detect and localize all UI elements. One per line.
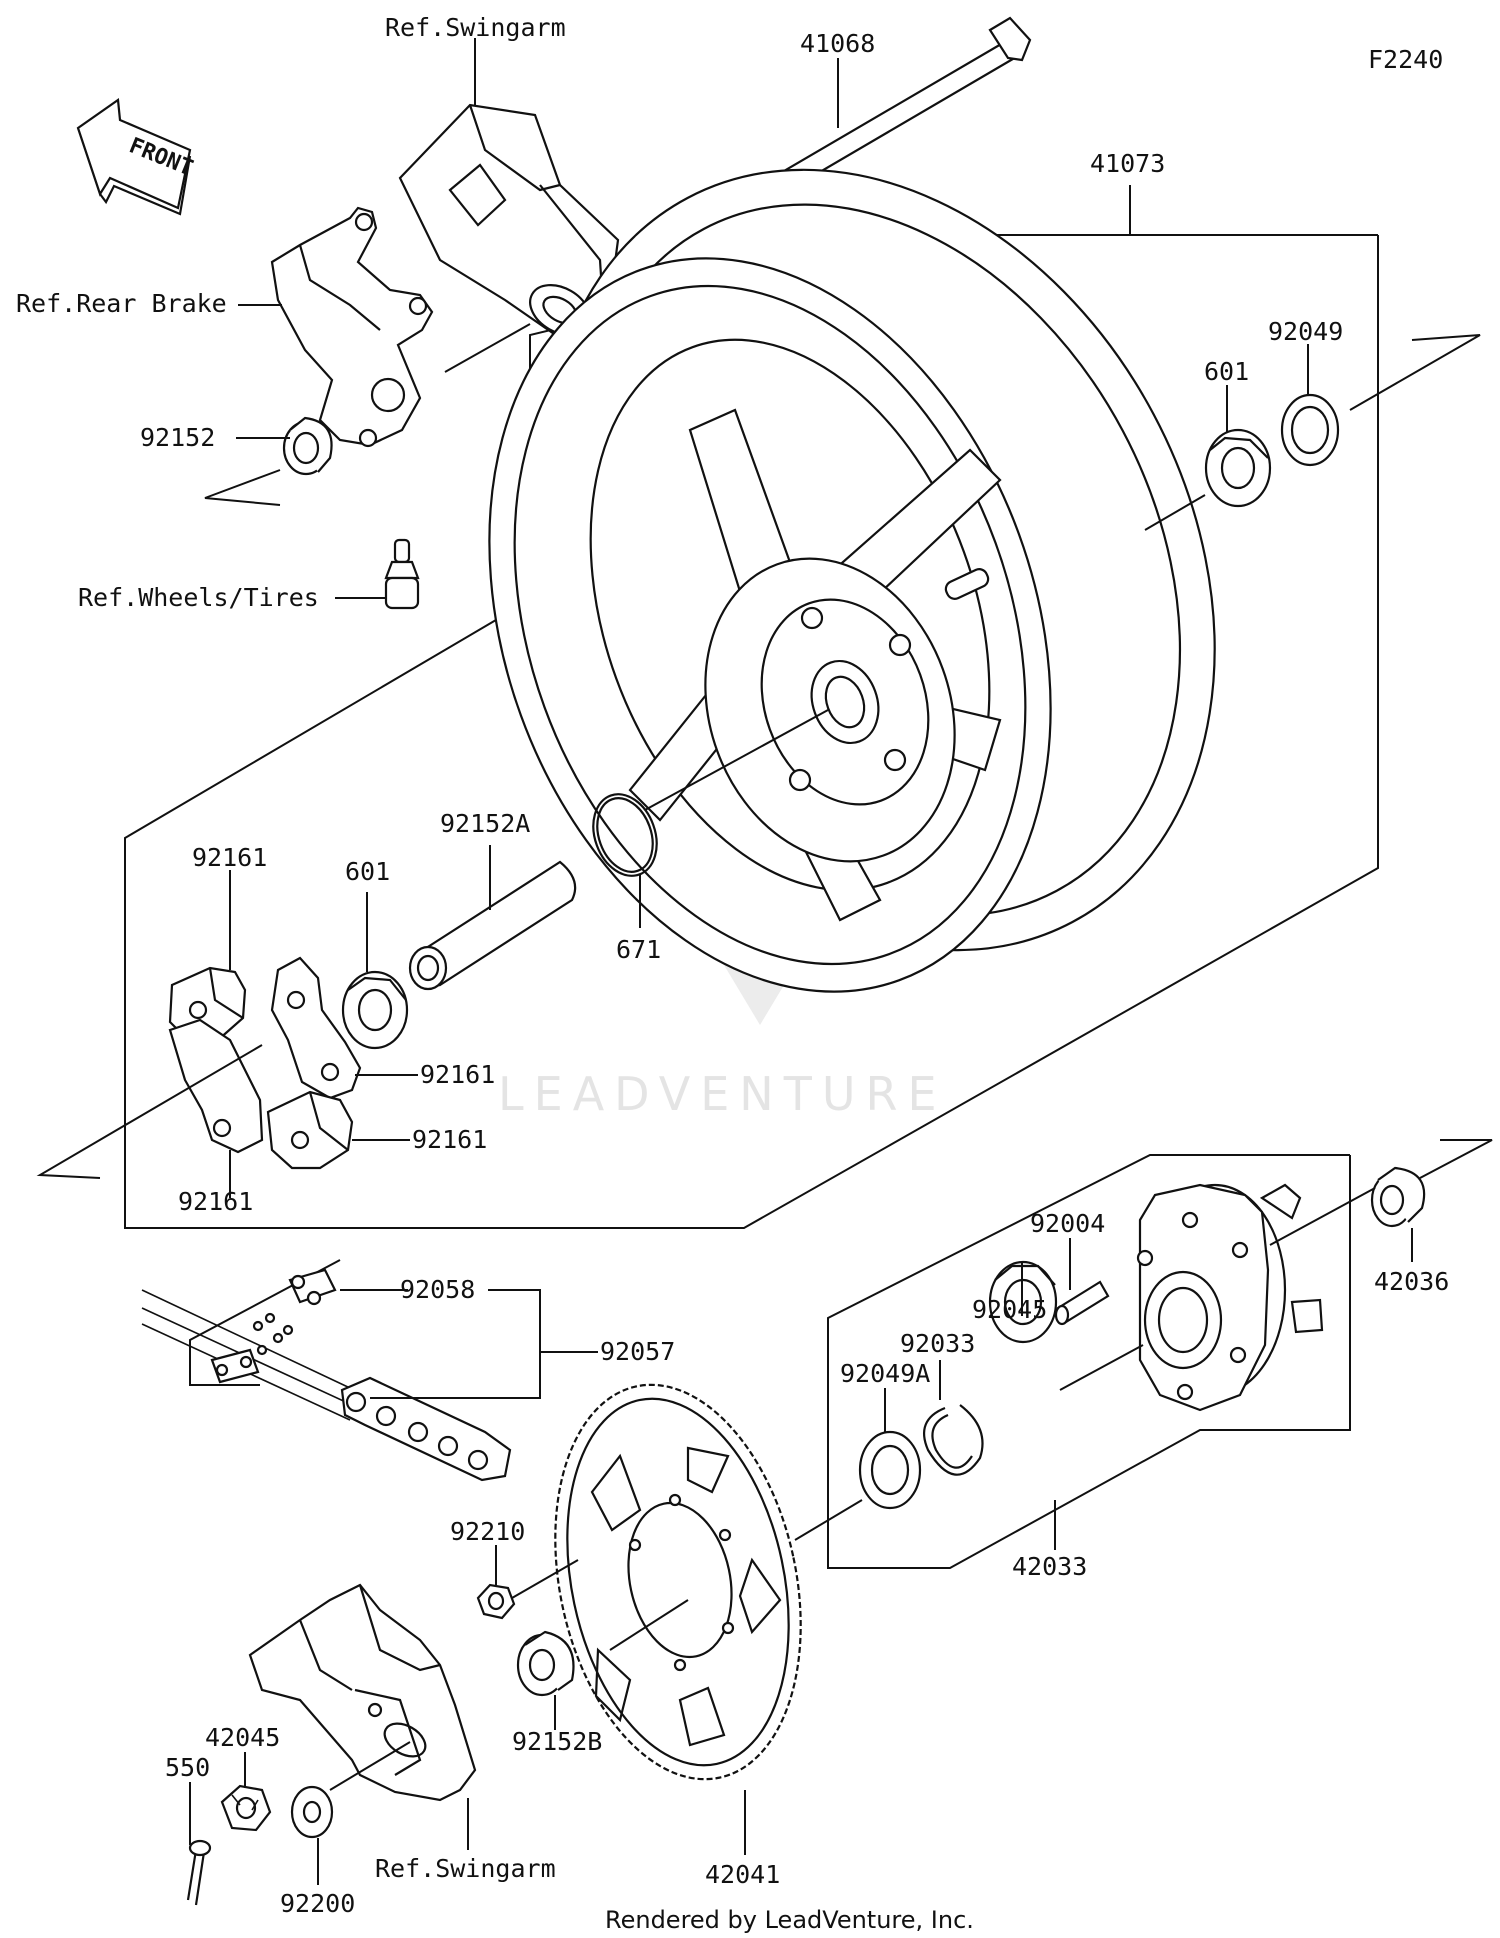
label-601-mid: 601 — [345, 857, 390, 886]
label-92152A: 92152A — [440, 809, 530, 838]
label-92057: 92057 — [600, 1337, 675, 1366]
label-41068: 41068 — [800, 29, 875, 58]
cotter-pin-550 — [186, 1839, 212, 1906]
label-42033: 42033 — [1012, 1552, 1087, 1581]
label-41073: 41073 — [1090, 149, 1165, 178]
label-92004: 92004 — [1030, 1209, 1105, 1238]
label-92210: 92210 — [450, 1517, 525, 1546]
valve-stem — [384, 538, 420, 610]
rear-brake-bracket — [270, 206, 434, 448]
nut-92210 — [476, 1583, 516, 1620]
label-92152: 92152 — [140, 423, 215, 452]
label-92058: 92058 — [400, 1275, 475, 1304]
collar-42036 — [1370, 1166, 1426, 1228]
damper-92161-d — [266, 1090, 354, 1170]
castle-nut-42045 — [220, 1784, 272, 1832]
swingarm-adjuster-bottom — [248, 1583, 477, 1802]
label-92161-b: 92161 — [420, 1060, 495, 1089]
damper-92161-c — [168, 1018, 264, 1154]
seal-92049 — [1280, 393, 1340, 467]
label-42045: 42045 — [205, 1723, 280, 1752]
front-arrow-icon: FRONT — [76, 98, 196, 216]
master-link-92058 — [189, 1259, 341, 1386]
label-ref-wheels-tires: Ref.Wheels/Tires — [78, 583, 319, 612]
label-92161-c: 92161 — [178, 1187, 253, 1216]
label-92045: 92045 — [972, 1295, 1047, 1324]
stud-92004 — [1054, 1280, 1110, 1326]
label-671: 671 — [616, 935, 661, 964]
collar-92152 — [282, 416, 333, 476]
seal-92049A — [858, 1430, 922, 1510]
label-42041: 42041 — [705, 1860, 780, 1889]
swingarm-adjuster-top — [398, 103, 620, 347]
hub-group-outline — [827, 1154, 1351, 1569]
bearing-601-mid — [341, 970, 409, 1050]
diagram-code: F2240 — [1368, 45, 1443, 74]
o-ring-671 — [592, 793, 658, 877]
label-92200: 92200 — [280, 1889, 355, 1918]
sprocket-42041 — [554, 1383, 802, 1781]
label-42036: 42036 — [1374, 1267, 1449, 1296]
rear-wheel-41073 — [488, 168, 1216, 993]
label-601-top: 601 — [1204, 357, 1249, 386]
damper-92161-b — [270, 956, 362, 1100]
label-92033: 92033 — [900, 1329, 975, 1358]
label-92152B: 92152B — [512, 1727, 602, 1756]
collar-92152B — [516, 1630, 575, 1697]
label-92161-d: 92161 — [412, 1125, 487, 1154]
label-92161-a: 92161 — [192, 843, 267, 872]
label-92049: 92049 — [1268, 317, 1343, 346]
washer-92200 — [290, 1785, 334, 1839]
circlip-92033 — [923, 1404, 984, 1476]
watermark-text: LEADVENTURE — [498, 1067, 947, 1121]
label-550: 550 — [165, 1753, 210, 1782]
hub-42033 — [1136, 1183, 1324, 1412]
bearing-601-top — [1204, 428, 1272, 508]
label-92049A: 92049A — [840, 1359, 930, 1388]
sleeve-92152A — [408, 860, 577, 991]
label-ref-swingarm-top: Ref.Swingarm — [385, 13, 566, 42]
label-ref-rear-brake: Ref.Rear Brake — [16, 289, 227, 318]
footer-credit: Rendered by LeadVenture, Inc. — [605, 1906, 974, 1934]
label-ref-swingarm-bottom: Ref.Swingarm — [375, 1854, 556, 1883]
